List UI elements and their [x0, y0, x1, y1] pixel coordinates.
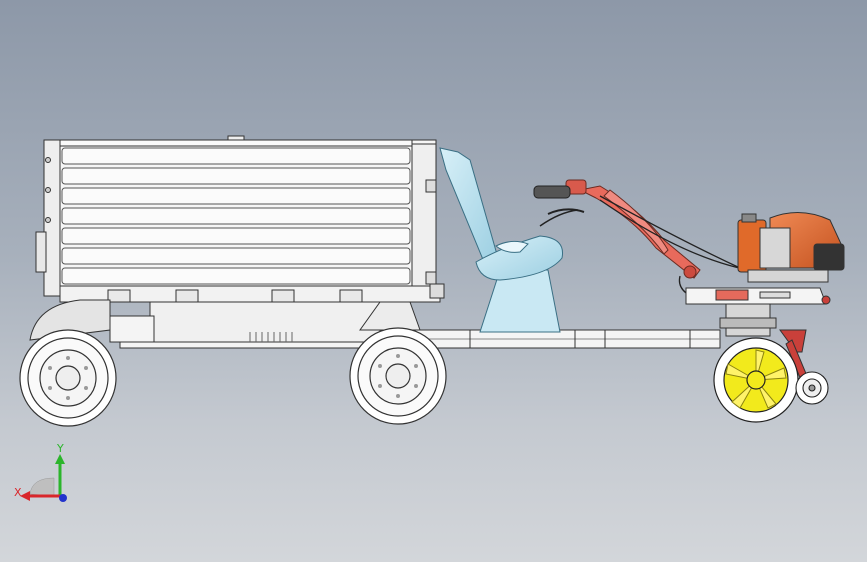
y-axis-label: Y — [56, 442, 64, 455]
x-axis-label: X — [14, 486, 22, 499]
front-drive-wheel[interactable] — [713, 337, 799, 423]
front-frame[interactable] — [685, 287, 831, 393]
rear-wheel[interactable] — [19, 329, 117, 427]
middle-wheel[interactable] — [349, 327, 447, 425]
caster-wheel[interactable] — [795, 371, 829, 405]
handle-grip[interactable] — [533, 185, 585, 227]
battery-box[interactable] — [35, 135, 441, 303]
coordinate-triad-icon: Y X — [14, 442, 67, 502]
tiller-handlebar[interactable] — [565, 179, 701, 279]
engine[interactable] — [737, 212, 845, 283]
lower-body[interactable] — [29, 283, 445, 343]
driver-seat[interactable] — [439, 147, 564, 333]
